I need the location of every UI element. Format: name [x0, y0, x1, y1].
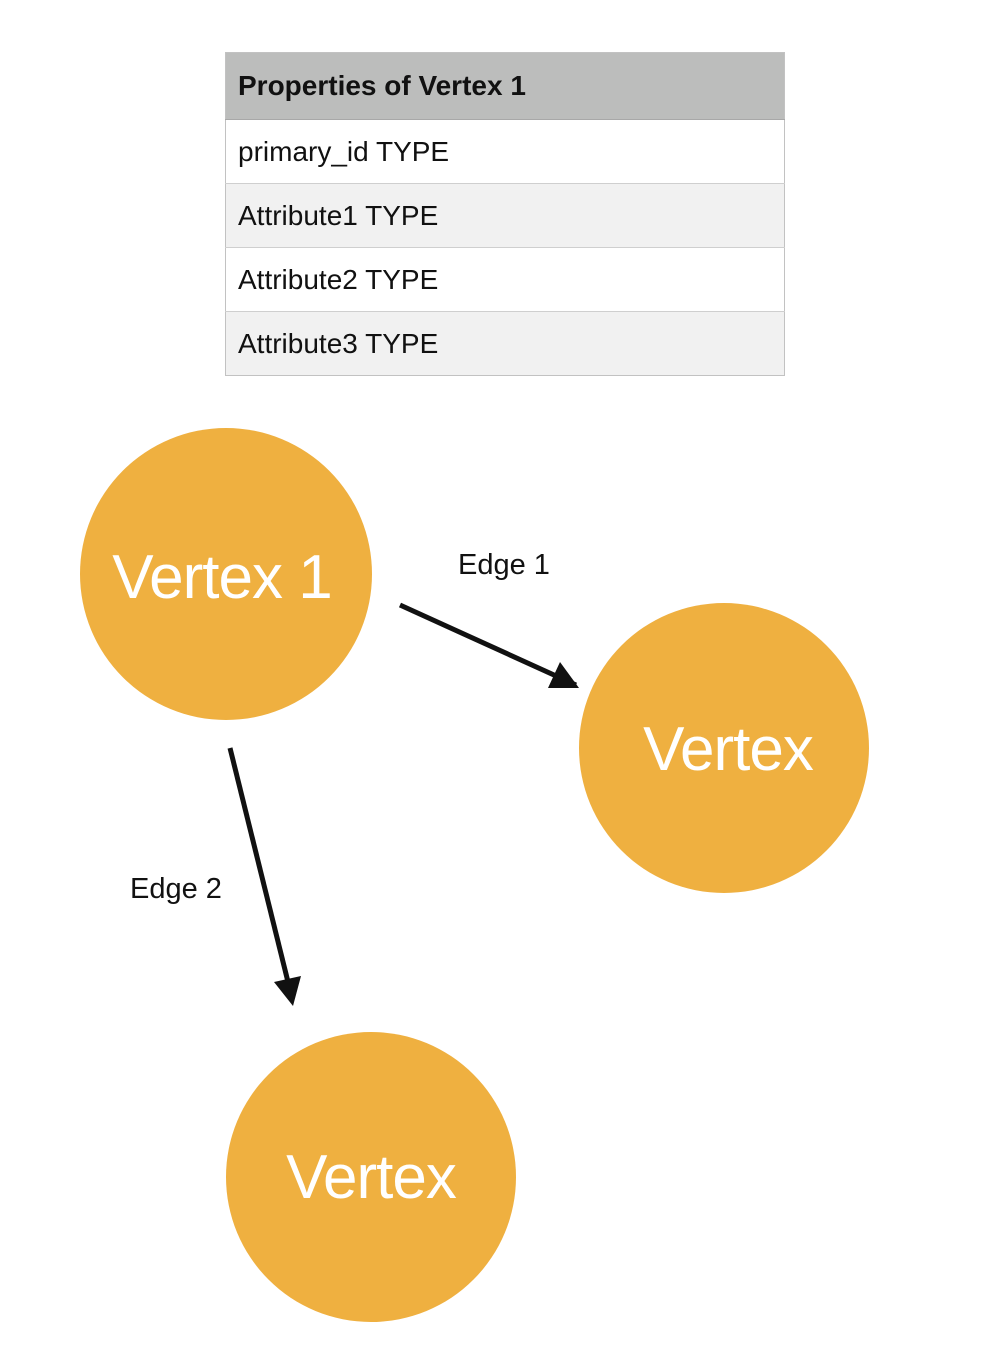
edge-1-label: Edge 1: [458, 549, 550, 581]
table-cell-primary-id: primary_id TYPE: [225, 119, 785, 184]
edge-2-arrow: [227, 747, 293, 991]
vertex-1-circle: [80, 428, 372, 720]
vertex-node-1: Vertex 1: [80, 428, 372, 720]
edge-1-arrowhead: [548, 662, 579, 688]
edge-1-arrow: [398, 602, 578, 688]
table-cell-attribute2: Attribute2 TYPE: [225, 247, 785, 312]
vertex-node-2: Vertex: [579, 603, 869, 893]
table-row: Attribute2 TYPE: [225, 247, 785, 312]
vertex-3-label: Vertex: [286, 1143, 457, 1212]
table-header: Properties of Vertex 1: [225, 52, 785, 120]
edge-2-arrowhead: [274, 976, 301, 1006]
table-cell-attribute3: Attribute3 TYPE: [225, 311, 785, 376]
vertex-2-circle: [579, 603, 869, 893]
table-cell-attribute1: Attribute1 TYPE: [225, 183, 785, 248]
vertex-3-circle: [226, 1032, 516, 1322]
vertex-1-label: Vertex 1: [112, 543, 331, 612]
table-header-row: Properties of Vertex 1: [225, 52, 785, 120]
edge-2-label: Edge 2: [130, 873, 222, 905]
vertex-2-label: Vertex: [643, 715, 814, 784]
vertex-node-3: Vertex: [226, 1032, 516, 1322]
table-row: primary_id TYPE: [225, 119, 785, 184]
table-row: Attribute1 TYPE: [225, 183, 785, 248]
vertex-properties-table: Properties of Vertex 1 primary_id TYPE A…: [225, 52, 785, 376]
table-row: Attribute3 TYPE: [225, 311, 785, 376]
